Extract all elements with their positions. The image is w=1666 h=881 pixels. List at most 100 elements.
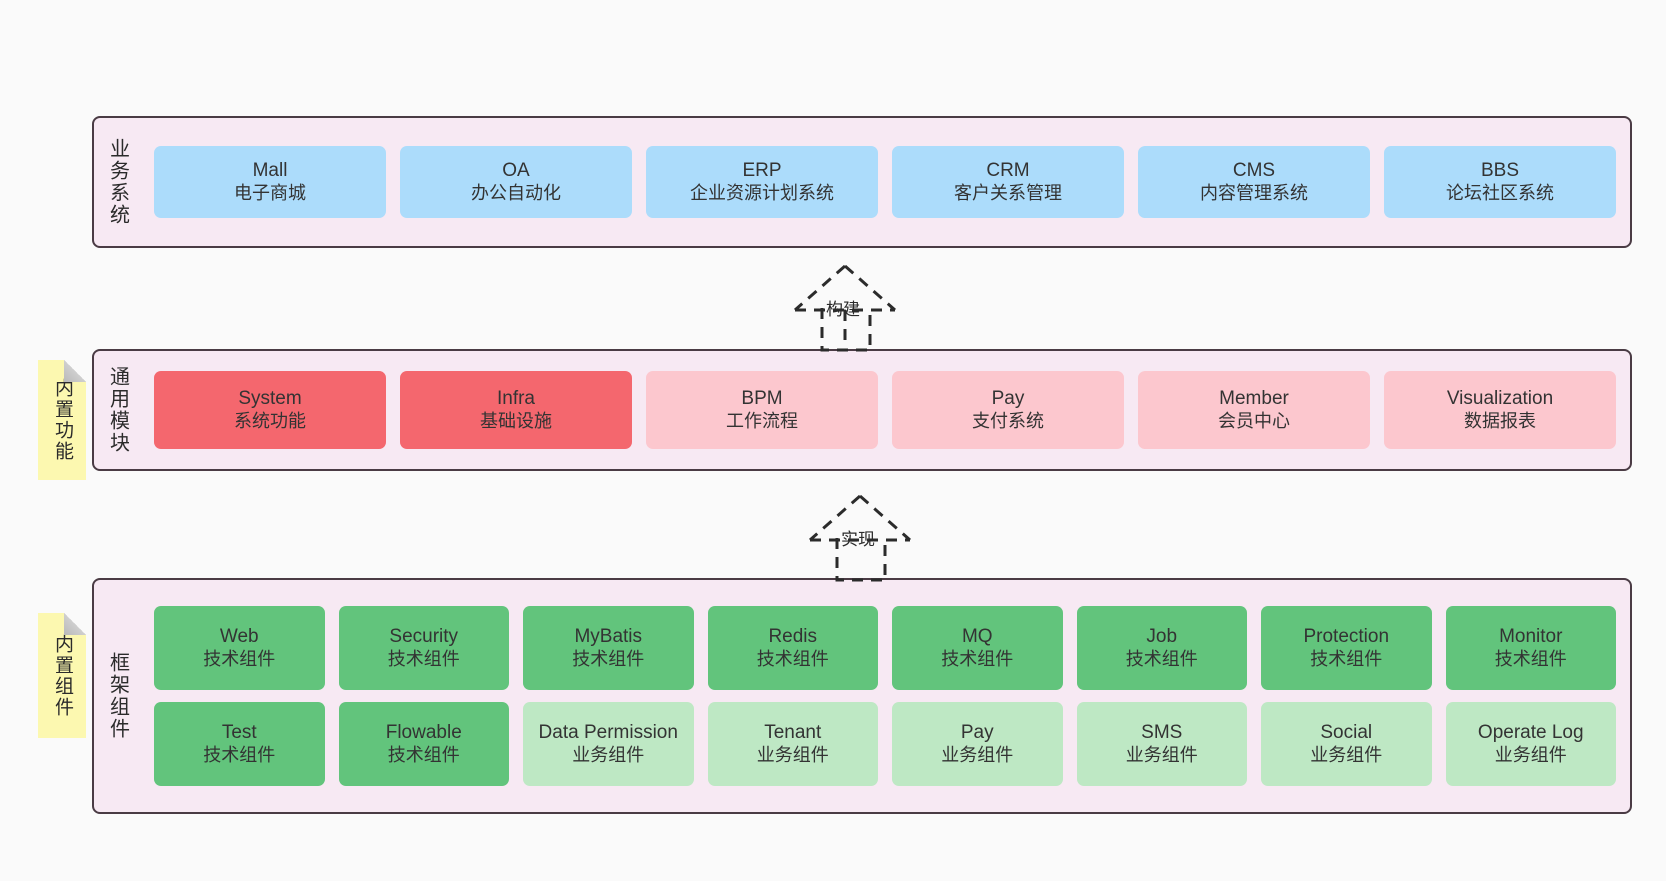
cell-tenant[interactable]: Tenant 业务组件 <box>707 702 878 786</box>
cell-subtitle: 技术组件 <box>203 744 276 765</box>
cell-sms[interactable]: SMS 业务组件 <box>1076 702 1247 786</box>
cell-row: Mall 电子商城 OA 办公自动化 ERP 企业资源计划系统 CRM 客户关系… <box>154 146 1616 218</box>
cell-title: Web <box>219 626 259 648</box>
cell-subtitle: 业务组件 <box>756 744 829 765</box>
cell-subtitle: 技术组件 <box>572 648 645 669</box>
cell-security[interactable]: Security 技术组件 <box>338 606 509 690</box>
layer-business-systems: 业务系统 Mall 电子商城 OA 办公自动化 ERP 企业资源计划系统 CRM… <box>92 116 1632 248</box>
cell-title: Security <box>389 626 459 648</box>
connector-implement-stem <box>835 538 887 582</box>
cell-bpm[interactable]: BPM 工作流程 <box>646 371 878 449</box>
cell-title: Infra <box>496 388 536 410</box>
cell-subtitle: 业务组件 <box>572 744 645 765</box>
cell-pay-module[interactable]: Pay 支付系统 <box>892 371 1124 449</box>
cell-pay-component[interactable]: Pay 业务组件 <box>892 702 1063 786</box>
cell-title: Pay <box>991 388 1025 410</box>
sticky-note-builtin-components: 内置组件 <box>38 613 86 738</box>
cell-subtitle: 技术组件 <box>1494 648 1567 669</box>
layer-title-common-modules: 通用模块 <box>106 366 129 454</box>
cell-cms[interactable]: CMS 内容管理系统 <box>1138 146 1370 218</box>
cell-subtitle: 业务组件 <box>1125 744 1198 765</box>
connector-build-arrow <box>794 264 896 348</box>
cell-erp[interactable]: ERP 企业资源计划系统 <box>646 146 878 218</box>
cell-subtitle: 论坛社区系统 <box>1446 182 1554 203</box>
cell-subtitle: 技术组件 <box>1125 648 1198 669</box>
cell-title: Redis <box>768 626 818 648</box>
cell-data-permission[interactable]: Data Permission 业务组件 <box>523 702 694 786</box>
cell-protection[interactable]: Protection 技术组件 <box>1261 606 1432 690</box>
cell-subtitle: 电子商城 <box>234 182 306 203</box>
cell-social[interactable]: Social 业务组件 <box>1261 702 1432 786</box>
cell-member[interactable]: Member 会员中心 <box>1138 371 1370 449</box>
layer-body-common-modules: System 系统功能 Infra 基础设施 BPM 工作流程 Pay 支付系统… <box>140 351 1630 469</box>
layer-title-framework-components: 框架组件 <box>106 652 129 740</box>
cell-subtitle: 工作流程 <box>726 410 798 431</box>
cell-title: Data Permission <box>538 722 678 744</box>
cell-subtitle: 技术组件 <box>1310 648 1383 669</box>
cell-subtitle: 系统功能 <box>234 410 306 431</box>
cell-title: Visualization <box>1446 388 1554 410</box>
cell-subtitle: 技术组件 <box>387 744 460 765</box>
cell-subtitle: 办公自动化 <box>471 182 561 203</box>
cell-title: Social <box>1320 722 1373 744</box>
cell-title: OA <box>502 160 530 182</box>
cell-bbs[interactable]: BBS 论坛社区系统 <box>1384 146 1616 218</box>
cell-subtitle: 技术组件 <box>203 648 276 669</box>
cell-title: BBS <box>1480 160 1520 182</box>
cell-visualization[interactable]: Visualization 数据报表 <box>1384 371 1616 449</box>
cell-title: System <box>238 388 302 410</box>
cell-subtitle: 客户关系管理 <box>954 182 1062 203</box>
cell-title: MQ <box>961 626 993 648</box>
cell-subtitle: 技术组件 <box>941 648 1014 669</box>
cell-title: Mall <box>252 160 288 182</box>
cell-test[interactable]: Test 技术组件 <box>154 702 325 786</box>
cell-redis[interactable]: Redis 技术组件 <box>707 606 878 690</box>
cell-web[interactable]: Web 技术组件 <box>154 606 325 690</box>
cell-title: MyBatis <box>574 626 643 648</box>
cell-subtitle: 业务组件 <box>941 744 1014 765</box>
cell-title: Monitor <box>1499 626 1563 648</box>
cell-title: BPM <box>741 388 783 410</box>
cell-row: Test 技术组件 Flowable 技术组件 Data Permission … <box>154 702 1616 786</box>
cell-title: Member <box>1219 388 1289 410</box>
connector-implement-arrow <box>809 494 911 542</box>
cell-title: Job <box>1146 626 1178 648</box>
cell-title: ERP <box>742 160 782 182</box>
cell-subtitle: 业务组件 <box>1310 744 1383 765</box>
cell-title: Pay <box>960 722 994 744</box>
cell-subtitle: 内容管理系统 <box>1200 182 1308 203</box>
cell-mq[interactable]: MQ 技术组件 <box>892 606 1063 690</box>
layer-common-modules: 通用模块 System 系统功能 Infra 基础设施 BPM 工作流程 Pay… <box>92 349 1632 471</box>
layer-title-business-systems: 业务系统 <box>106 138 129 226</box>
cell-subtitle: 技术组件 <box>387 648 460 669</box>
cell-job[interactable]: Job 技术组件 <box>1076 606 1247 690</box>
cell-title: Flowable <box>385 722 462 744</box>
cell-infra[interactable]: Infra 基础设施 <box>400 371 632 449</box>
cell-monitor[interactable]: Monitor 技术组件 <box>1445 606 1616 690</box>
cell-mall[interactable]: Mall 电子商城 <box>154 146 386 218</box>
cell-title: Test <box>221 722 257 744</box>
cell-subtitle: 会员中心 <box>1218 410 1290 431</box>
layer-body-business-systems: Mall 电子商城 OA 办公自动化 ERP 企业资源计划系统 CRM 客户关系… <box>140 118 1630 246</box>
cell-subtitle: 基础设施 <box>480 410 552 431</box>
cell-title: SMS <box>1141 722 1183 744</box>
sticky-note-label: 内置组件 <box>51 633 73 718</box>
layer-body-framework-components: Web 技术组件 Security 技术组件 MyBatis 技术组件 Redi… <box>140 580 1630 812</box>
cell-title: CMS <box>1232 160 1276 182</box>
cell-row: System 系统功能 Infra 基础设施 BPM 工作流程 Pay 支付系统… <box>154 371 1616 449</box>
cell-subtitle: 支付系统 <box>972 410 1044 431</box>
cell-subtitle: 业务组件 <box>1494 744 1567 765</box>
cell-system[interactable]: System 系统功能 <box>154 371 386 449</box>
sticky-note-label: 内置功能 <box>51 378 73 462</box>
cell-operate-log[interactable]: Operate Log 业务组件 <box>1445 702 1616 786</box>
cell-title: Operate Log <box>1477 722 1584 744</box>
cell-crm[interactable]: CRM 客户关系管理 <box>892 146 1124 218</box>
cell-oa[interactable]: OA 办公自动化 <box>400 146 632 218</box>
cell-flowable[interactable]: Flowable 技术组件 <box>338 702 509 786</box>
cell-title: Protection <box>1303 626 1390 648</box>
cell-subtitle: 数据报表 <box>1464 410 1536 431</box>
cell-mybatis[interactable]: MyBatis 技术组件 <box>523 606 694 690</box>
cell-subtitle: 企业资源计划系统 <box>690 182 834 203</box>
cell-row: Web 技术组件 Security 技术组件 MyBatis 技术组件 Redi… <box>154 606 1616 690</box>
